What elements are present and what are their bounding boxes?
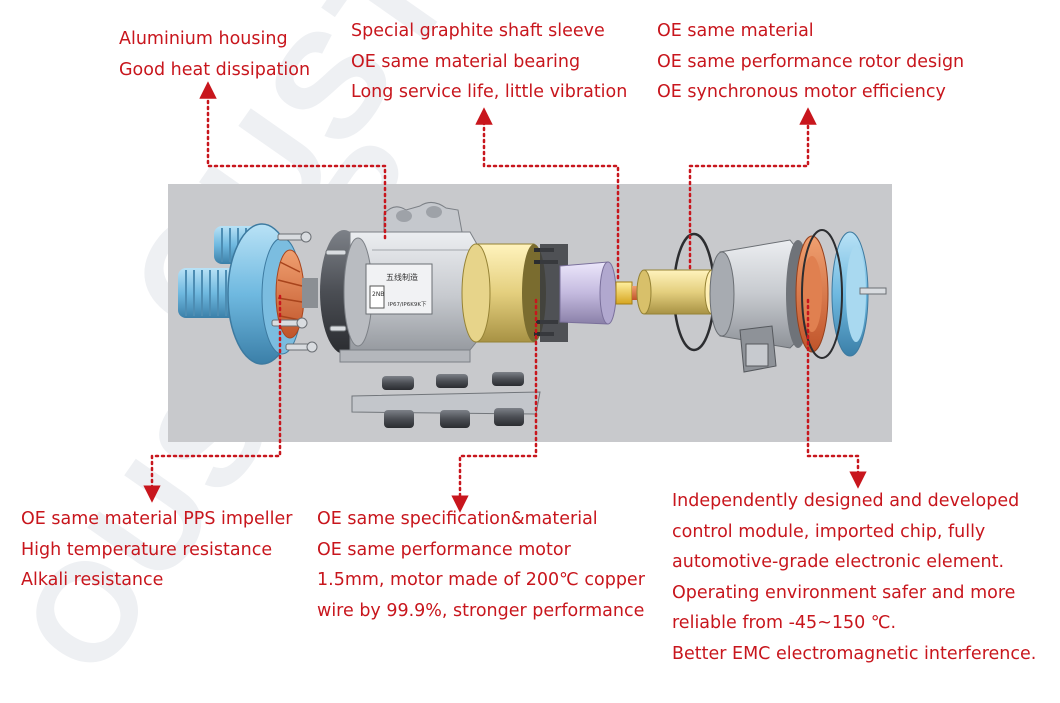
leader-lines bbox=[143, 81, 867, 513]
leader-housing bbox=[199, 81, 387, 240]
motor-rotor bbox=[559, 261, 644, 325]
volute-screws bbox=[271, 231, 318, 353]
callout-shaft-sleeve-line-1: Special graphite shaft sleeve bbox=[351, 21, 605, 41]
motor-stator bbox=[461, 243, 568, 343]
callout-rotor-line-1: OE same material bbox=[657, 21, 814, 41]
callout-control-line-4: Operating environment safer and more bbox=[672, 582, 1016, 603]
leader-control-module bbox=[806, 298, 867, 489]
callout-motor-line-4: wire by 99.9%, stronger performance bbox=[317, 600, 645, 621]
label-plate-code: 2NB bbox=[372, 291, 384, 298]
callout-housing-line-1: Aluminium housing bbox=[119, 29, 288, 49]
leader-rotor bbox=[688, 107, 817, 270]
connector bbox=[739, 325, 777, 373]
leader-motor bbox=[451, 298, 538, 513]
callout-rotor-line-3: OE synchronous motor efficiency bbox=[657, 82, 946, 102]
callout-impeller: OE same material PPS impeller High tempe… bbox=[21, 504, 292, 596]
callout-control-line-1: Independently designed and developed bbox=[672, 491, 1020, 511]
callout-impeller-line-2: High temperature resistance bbox=[21, 539, 273, 560]
leader-impeller bbox=[143, 294, 282, 503]
callout-control-line-6: Better EMC electromagnetic interference. bbox=[672, 643, 1037, 664]
control-module bbox=[709, 229, 887, 373]
callout-impeller-line-1: OE same material PPS impeller bbox=[21, 509, 293, 529]
label-plate-rating: IP67/IP6K9K下 bbox=[388, 301, 427, 308]
callout-rotor-line-2: OE same performance rotor design bbox=[657, 51, 965, 72]
label-plate-title: 五线制造 bbox=[386, 272, 418, 282]
callout-rotor: OE same material OE same performance rot… bbox=[657, 16, 964, 108]
callout-housing: Aluminium housing Good heat dissipation bbox=[119, 24, 310, 85]
mounting-bracket bbox=[351, 372, 541, 428]
callout-housing-line-2: Good heat dissipation bbox=[119, 59, 311, 80]
pps-impeller bbox=[275, 249, 318, 339]
callout-control-line-5: reliable from -45~150 ℃. bbox=[672, 613, 897, 633]
callout-shaft-sleeve-line-2: OE same material bearing bbox=[351, 51, 581, 72]
inlet-pipe bbox=[178, 268, 240, 318]
callout-control-module: Independently designed and developed con… bbox=[672, 486, 1036, 669]
callout-shaft-sleeve: Special graphite shaft sleeve OE same ma… bbox=[351, 16, 627, 108]
aluminium-housing: 五线制造 2NB IP67/IP6K9K下 bbox=[320, 202, 479, 363]
callout-shaft-sleeve-line-3: Long service life, little vibration bbox=[351, 82, 628, 102]
callout-control-line-2: control module, imported chip, fully bbox=[672, 521, 986, 542]
callout-impeller-line-3: Alkali resistance bbox=[21, 570, 164, 590]
callout-motor-line-1: OE same specification&material bbox=[317, 509, 598, 529]
pump-exploded-view: 五线制造 2NB IP67/IP6K9K下 bbox=[168, 184, 892, 442]
callout-control-line-3: automotive-grade electronic element. bbox=[672, 552, 1005, 572]
end-cover bbox=[831, 231, 887, 357]
callout-motor: OE same specification&material OE same p… bbox=[317, 504, 645, 626]
callout-motor-line-2: OE same performance motor bbox=[317, 539, 571, 560]
callout-motor-line-3: 1.5mm, motor made of 200℃ copper bbox=[317, 570, 645, 590]
leader-shaft-sleeve bbox=[475, 107, 620, 280]
